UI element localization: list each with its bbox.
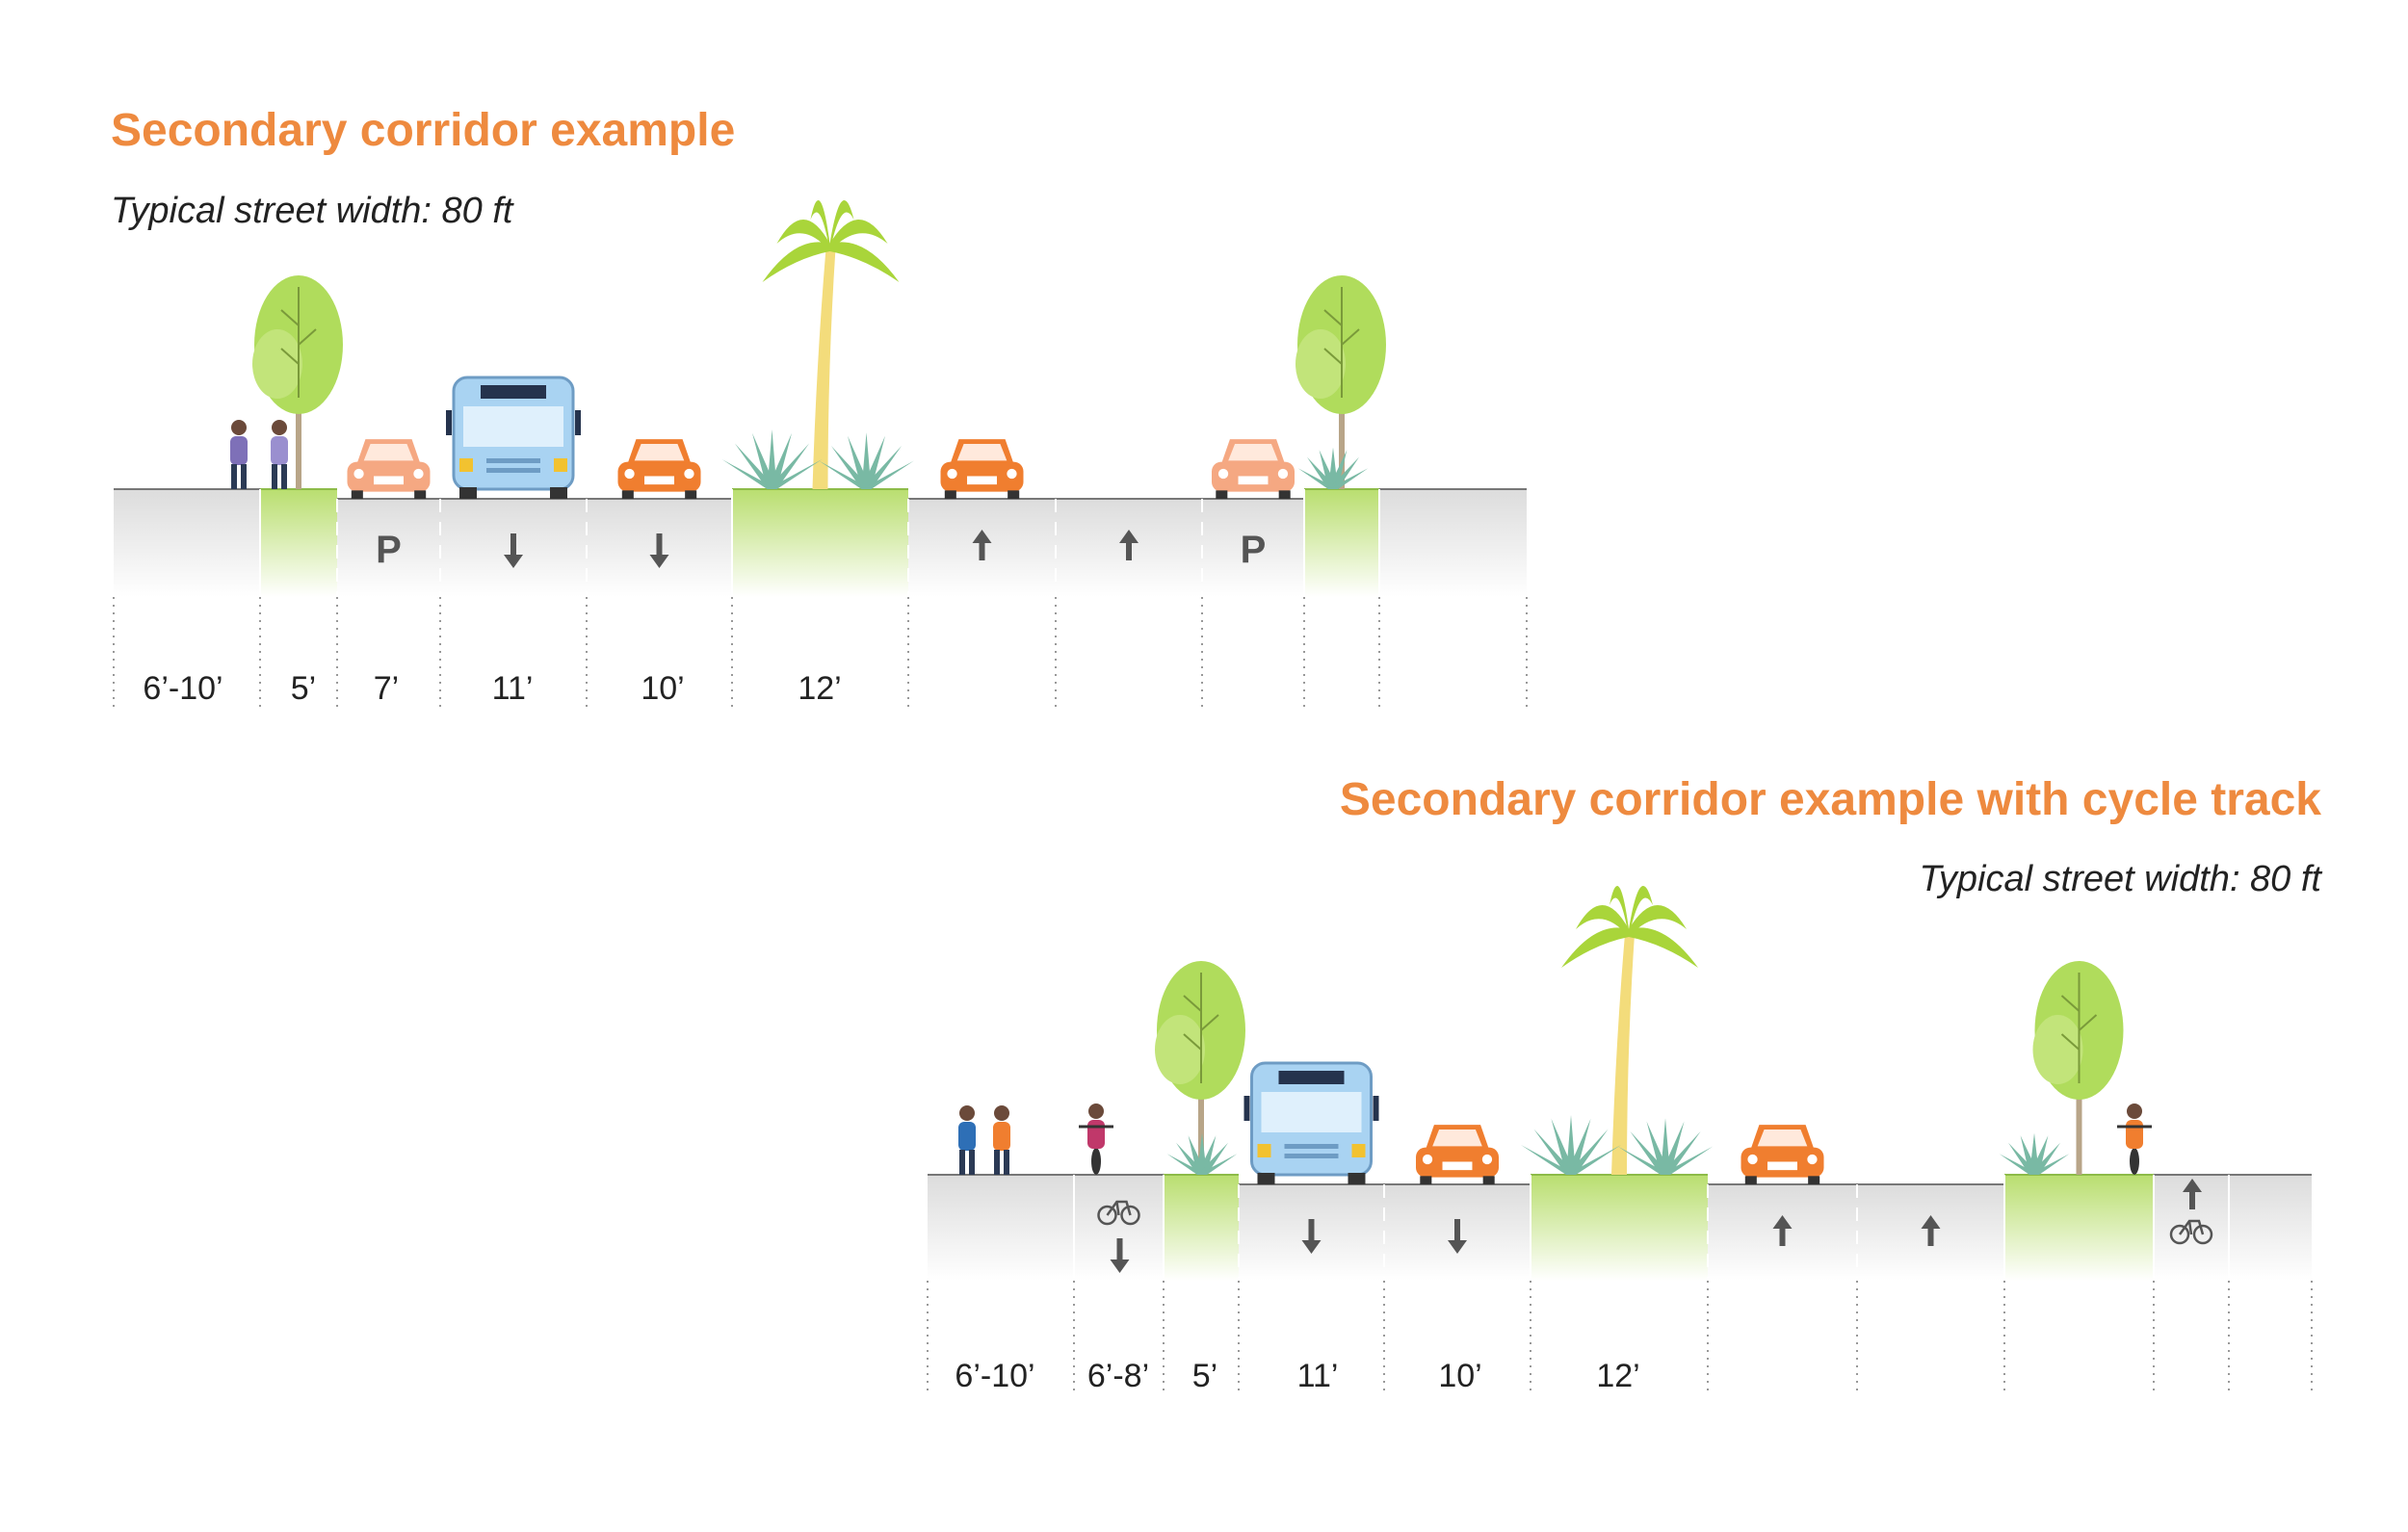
arrow-up-icon: [1119, 530, 1139, 560]
cyclist-icon: [2117, 1104, 2152, 1175]
parking-lane: [337, 499, 440, 597]
agave-plant-icon: [721, 429, 823, 489]
pedestrian-icon: [230, 420, 248, 489]
arrow-up-icon: [1772, 1215, 1793, 1246]
pedestrian-icon: [993, 1105, 1010, 1175]
planting-strip: [1304, 489, 1379, 597]
child-pedestrian-icon: [958, 1105, 976, 1175]
dimension-label: 11’: [1296, 1358, 1339, 1394]
tree-icon: [1155, 961, 1245, 1175]
agave-plant-icon: [1617, 1118, 1714, 1175]
arrow-up-icon: [2183, 1179, 2202, 1209]
tree-icon: [252, 275, 343, 489]
planting-strip: [2004, 1175, 2154, 1281]
agave-plant-icon: [1999, 1132, 2070, 1175]
arrow-down-icon: [1301, 1219, 1322, 1254]
parking-lane: [1202, 499, 1304, 597]
sidewalk-lane: [928, 1175, 1074, 1281]
bus-icon: [1243, 1061, 1379, 1184]
car-icon: [940, 439, 1024, 499]
dimension-label: 10’: [1438, 1358, 1482, 1394]
parking-symbol: P: [376, 529, 402, 571]
arrow-down-icon: [1110, 1238, 1130, 1273]
car-icon: [347, 439, 431, 499]
dimension-label: 6’-10’: [143, 670, 223, 707]
planting-strip: [1531, 1175, 1708, 1281]
dimension-label: 5’: [1191, 1358, 1218, 1394]
arrow-up-icon: [972, 530, 992, 560]
dimension-label: 10’: [641, 670, 685, 707]
tree-icon: [1296, 275, 1386, 489]
dimension-label: 6’-8’: [1086, 1358, 1150, 1394]
car-icon: [1212, 439, 1295, 499]
agave-plant-icon: [1297, 447, 1369, 489]
arrow-down-icon: [1448, 1219, 1467, 1254]
bicycle-icon: [2169, 1219, 2213, 1245]
agave-plant-icon: [1166, 1132, 1238, 1175]
sidewalk-lane: [2229, 1175, 2312, 1281]
dimension-label: 12’: [1596, 1358, 1640, 1394]
bus-icon: [446, 376, 581, 499]
arrow-down-icon: [649, 533, 669, 568]
car-icon: [1416, 1125, 1499, 1184]
arrow-down-icon: [504, 533, 523, 568]
dimension-label: 11’: [491, 670, 534, 707]
seated-person-icon: [271, 420, 288, 489]
agave-plant-icon: [1521, 1115, 1621, 1175]
section-2-subtitle: Typical street width: 80 ft: [1919, 859, 2321, 899]
bicycle-icon: [1097, 1200, 1140, 1226]
planting-strip: [732, 489, 908, 597]
car-icon: [617, 439, 701, 499]
palm-tree-icon: [1561, 886, 1698, 1175]
arrow-up-icon: [1921, 1215, 1941, 1246]
dimension-label: 7’: [373, 670, 400, 707]
palm-tree-icon: [762, 200, 900, 489]
section-1-subtitle: Typical street width: 80 ft: [111, 191, 513, 231]
sidewalk-lane: [114, 489, 260, 597]
cyclist-icon: [1079, 1104, 1113, 1175]
section-2-title: Secondary corridor example with cycle tr…: [1339, 774, 2321, 825]
section-1-title: Secondary corridor example: [111, 105, 736, 156]
agave-plant-icon: [819, 432, 914, 489]
planting-strip: [1164, 1175, 1239, 1281]
planting-strip: [260, 489, 337, 597]
car-icon: [1741, 1125, 1824, 1184]
dimension-label: 5’: [290, 670, 317, 707]
tree-icon: [2032, 961, 2124, 1175]
dimension-label: 12’: [798, 670, 842, 707]
dimension-label: 6’-10’: [955, 1358, 1035, 1394]
parking-symbol: P: [1241, 529, 1267, 571]
sidewalk-lane: [1379, 489, 1527, 597]
